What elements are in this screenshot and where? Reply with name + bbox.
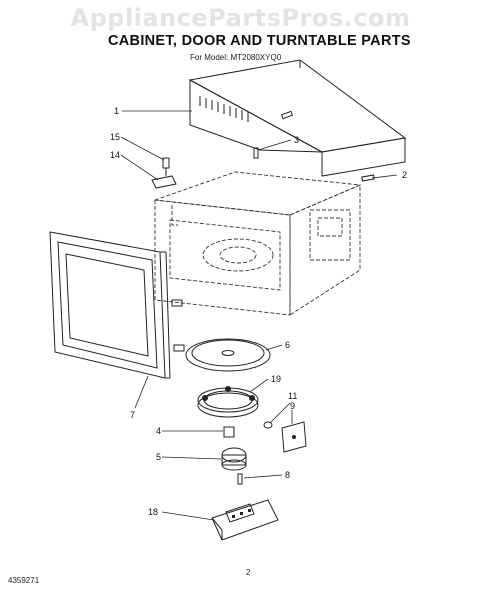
callout-2: 2	[402, 170, 407, 180]
callout-5: 5	[156, 452, 161, 462]
door	[49, 231, 185, 379]
page-title: CABINET, DOOR AND TURNTABLE PARTS	[108, 33, 411, 49]
spacer	[237, 473, 243, 485]
callout-3: 3	[294, 135, 299, 145]
turntable-motor	[221, 447, 247, 471]
glass-turntable-tray	[185, 338, 271, 372]
model-line: For Model: MT2080XYQ0	[190, 53, 282, 62]
document-number: 4359271	[8, 576, 40, 585]
page-number: 2	[246, 568, 251, 577]
callout-15: 15	[110, 132, 120, 142]
coupler	[223, 426, 235, 438]
watermark: AppliancePartsPros.com	[70, 4, 411, 32]
callout-7: 7	[130, 410, 135, 420]
leader-lines	[120, 110, 398, 521]
screw-3-mid	[253, 147, 259, 159]
callout-1: 1	[114, 106, 119, 116]
screw-2	[361, 174, 375, 182]
oven-cavity	[154, 171, 362, 316]
latch-parts	[151, 157, 177, 189]
callout-6: 6	[285, 340, 290, 350]
outer-cabinet	[188, 59, 407, 177]
callout-14: 14	[110, 150, 120, 160]
motor-cover	[211, 499, 279, 541]
callout-8: 8	[285, 470, 290, 480]
roller-ring	[197, 386, 259, 418]
callout-18: 18	[148, 507, 158, 517]
callout-11: 11	[288, 391, 297, 401]
bracket-plate	[281, 421, 307, 453]
screw-3-top	[280, 110, 294, 120]
callout-9: 9	[290, 401, 295, 411]
screw-11	[263, 421, 273, 429]
callout-19: 19	[271, 374, 281, 384]
callout-4: 4	[156, 426, 161, 436]
